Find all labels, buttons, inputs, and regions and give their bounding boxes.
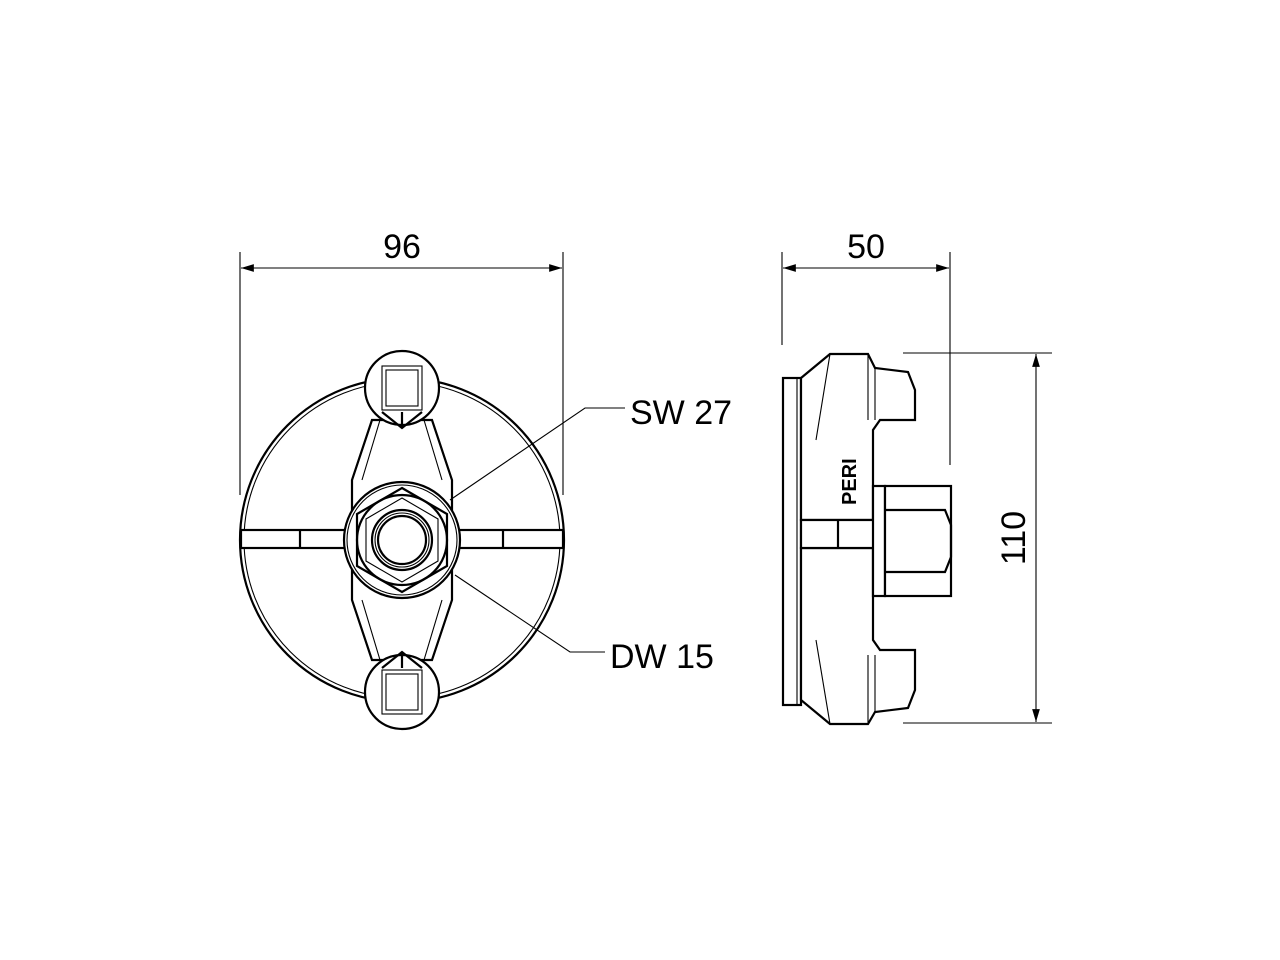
- hex-nut: [342, 480, 462, 600]
- peri-logo: PERI: [839, 458, 861, 505]
- dimension-label-110: 110: [995, 511, 1033, 565]
- callout-label-dw15: DW 15: [610, 638, 714, 676]
- dimension-label-96: 96: [383, 228, 421, 266]
- side-view: PERI: [781, 352, 953, 726]
- callout-sw27: SW 27: [449, 394, 732, 501]
- callout-dw15: DW 15: [454, 574, 714, 676]
- dimension-96: 96: [239, 228, 564, 495]
- top-knob: [363, 349, 441, 430]
- dimension-label-50: 50: [847, 228, 885, 266]
- dimension-110: 110: [903, 352, 1052, 724]
- callout-label-sw27: SW 27: [630, 394, 732, 432]
- dimension-50: 50: [781, 228, 951, 465]
- bottom-knob: [363, 650, 441, 731]
- front-view: [238, 349, 566, 731]
